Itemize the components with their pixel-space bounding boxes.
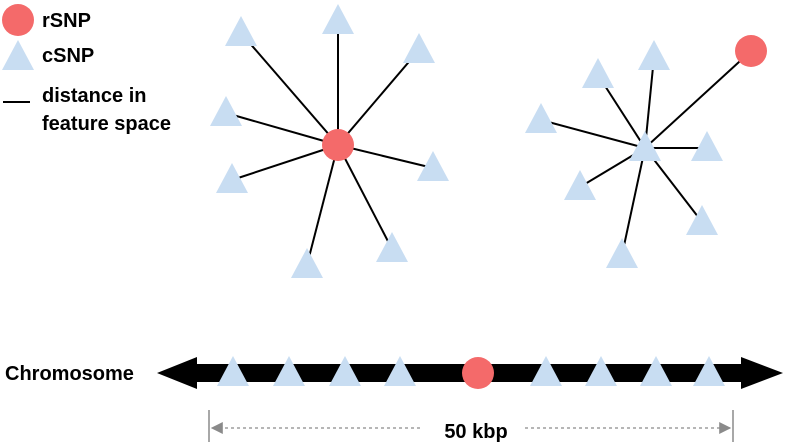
- rsnp-hub-circle: [322, 129, 354, 161]
- scale-label: 50 kbp: [444, 421, 507, 443]
- csnp-triangle: [417, 151, 449, 181]
- cluster-rsnp-hub: [210, 4, 449, 278]
- chromosome-left-arrowhead: [157, 357, 197, 389]
- chromosome-csnp-triangle: [217, 356, 249, 386]
- chromosome-csnp-triangle: [530, 356, 562, 386]
- distance-line: [621, 147, 646, 256]
- csnp-legend-icon: [2, 40, 34, 70]
- csnp-triangle: [225, 16, 257, 46]
- distance-line: [337, 144, 393, 250]
- chromosome-right-arrowhead: [741, 357, 783, 389]
- chromosome: Chromosome: [5, 356, 783, 389]
- csnp-triangle: [582, 58, 614, 88]
- csnp-triangle: [210, 96, 242, 126]
- chromosome-csnp-triangle: [585, 356, 617, 386]
- scale-bar: 50 kbp: [208, 410, 734, 443]
- legend-label-distance-line2: feature space: [42, 113, 171, 135]
- legend: rSNP cSNP distance in feature space: [2, 4, 171, 135]
- chromosome-markers: [217, 356, 725, 389]
- csnp-triangle: [691, 131, 723, 161]
- distance-line: [240, 32, 339, 146]
- chromosome-rsnp-circle: [462, 357, 494, 389]
- legend-label-distance-line1: distance in: [42, 85, 146, 107]
- chromosome-csnp-triangle: [273, 356, 305, 386]
- legend-label-csnp: cSNP: [42, 45, 94, 67]
- csnp-triangle: [564, 170, 596, 200]
- csnp-triangle: [322, 4, 354, 34]
- distance-line: [337, 49, 420, 146]
- rsnp-legend-icon: [2, 4, 34, 36]
- csnp-triangle: [606, 238, 638, 268]
- csnp-hub-triangle: [629, 131, 661, 161]
- csnp-triangle: [403, 33, 435, 63]
- distance-line: [644, 56, 655, 149]
- distance-line: [337, 144, 434, 169]
- csnp-triangle: [216, 163, 248, 193]
- csnp-triangle: [376, 232, 408, 262]
- chromosome-csnp-triangle: [693, 356, 725, 386]
- cluster-csnp-hub: [525, 35, 767, 268]
- csnp-triangle: [638, 40, 670, 70]
- distance-line: [540, 119, 646, 149]
- rsnp-circle: [735, 35, 767, 67]
- distance-line: [644, 50, 752, 149]
- csnp-triangle: [291, 248, 323, 278]
- chromosome-csnp-triangle: [384, 356, 416, 386]
- chromosome-csnp-triangle: [329, 356, 361, 386]
- chromosome-label: Chromosome: [5, 363, 134, 385]
- csnp-triangle: [525, 103, 557, 133]
- legend-label-rsnp: rSNP: [42, 10, 91, 32]
- csnp-triangle: [686, 205, 718, 235]
- distance-line: [231, 144, 339, 181]
- chromosome-csnp-triangle: [640, 356, 672, 386]
- distance-line: [225, 112, 339, 146]
- distance-line: [306, 144, 339, 266]
